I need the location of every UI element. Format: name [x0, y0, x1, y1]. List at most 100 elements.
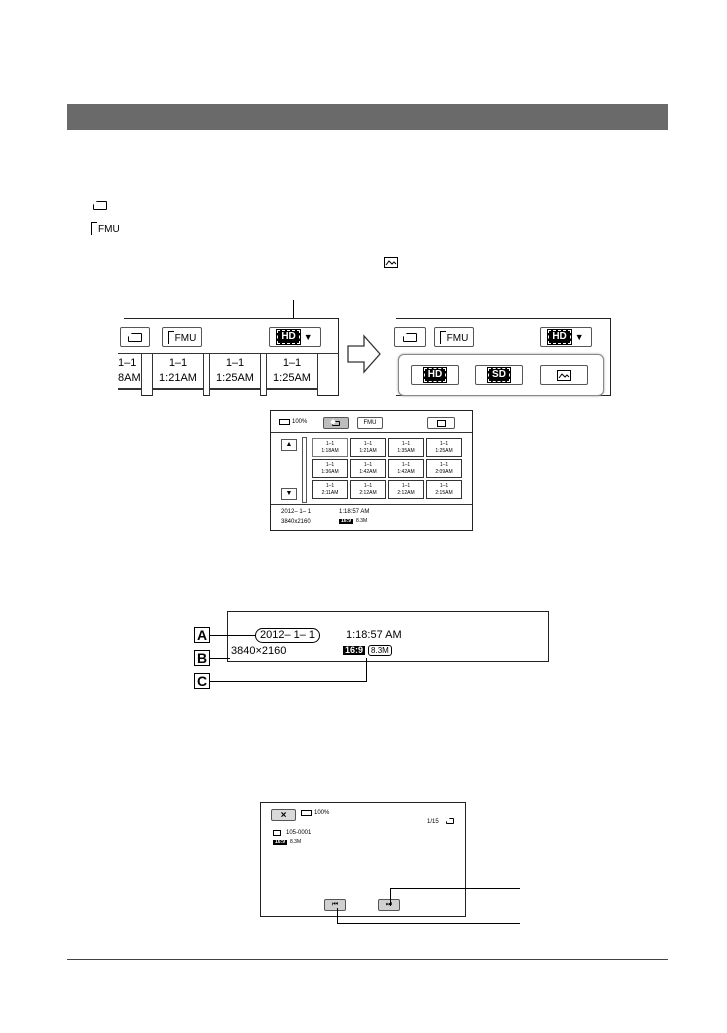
- fmu-label: FMU: [98, 224, 120, 235]
- file-number: 105-0001: [286, 830, 312, 836]
- photo-icon: [436, 419, 446, 427]
- thumbnail-time: 1:35AM: [397, 448, 415, 454]
- close-button[interactable]: ×: [271, 809, 296, 821]
- previous-button[interactable]: ⏮: [324, 899, 346, 911]
- date-highlight: 2012– 1– 1: [255, 628, 321, 643]
- thumbnail-time: 1:36AM: [321, 469, 339, 475]
- section-header-bar: [67, 104, 668, 130]
- thumbnail-date: 1–1: [363, 441, 373, 447]
- photo-time: 1:18:57 AM: [339, 509, 370, 515]
- thumbnail-date: 1–1: [439, 441, 449, 447]
- battery-icon: [301, 810, 312, 816]
- thumbnail-time: 2:15AM: [435, 490, 453, 496]
- dropdown-arrow-icon: ▼: [574, 332, 584, 342]
- thumbnail[interactable]: [118, 389, 142, 396]
- fmu-tab-button[interactable]: FMU: [434, 327, 474, 347]
- leader-next-vertical: [390, 888, 391, 906]
- fmu-tab-button[interactable]: FMU: [162, 327, 202, 347]
- thumbnail-date: 1–1: [363, 483, 373, 489]
- thumbnail-date: 1–1: [118, 357, 137, 369]
- hd-select-button[interactable]: HD ▼: [269, 327, 321, 347]
- photo-select-button[interactable]: [427, 417, 455, 429]
- detail-size: 3840×2160: [231, 645, 287, 657]
- next-button[interactable]: ⏭: [378, 899, 400, 911]
- hd-badge: HD: [547, 329, 572, 345]
- memory-tab-button[interactable]: [323, 417, 349, 429]
- memory-tab-button[interactable]: [394, 327, 426, 347]
- thumbnail-date: 1–1: [401, 483, 411, 489]
- previous-icon: ⏮: [331, 901, 339, 908]
- leader-b: [210, 658, 230, 659]
- detail-date: 2012– 1– 1: [260, 629, 316, 641]
- close-icon: ×: [280, 809, 287, 821]
- hd-select-button[interactable]: HD ▼: [540, 327, 592, 347]
- toolbar-divider: [271, 432, 472, 433]
- memory-card-icon: [403, 332, 417, 342]
- fmu-tab-button[interactable]: FMU: [357, 417, 383, 429]
- megapixels-value: 8.3M: [290, 839, 302, 845]
- thumbnail-time: 1:25AM: [216, 372, 254, 384]
- format-popup: HD SD: [398, 354, 604, 396]
- format-popup-panel: FMU HD ▼ HD SD: [394, 318, 611, 396]
- photo-icon: [557, 369, 571, 381]
- memory-tab-button[interactable]: [120, 327, 150, 347]
- thumbnail-date: 1–1: [325, 462, 335, 468]
- photo-option-button[interactable]: [540, 365, 588, 385]
- thumbnail[interactable]: [209, 389, 261, 396]
- scroll-up-button[interactable]: ▲: [281, 439, 297, 451]
- memory-card-icon: [93, 201, 107, 210]
- scroll-down-button[interactable]: ▼: [281, 488, 297, 500]
- photo-icon: [384, 257, 398, 268]
- thumbnail-date: 1–1: [401, 441, 411, 447]
- hd-option-label: HD: [422, 367, 448, 383]
- hd-option-button[interactable]: HD: [411, 365, 459, 385]
- detail-info-panel: 2012– 1– 1 1:18:57 AM 3840×2160 16:9 8.3…: [227, 611, 549, 662]
- leader-prev: [337, 923, 520, 924]
- thumbnail-date: 1–1: [325, 441, 335, 447]
- megapixels-value: 8.3M: [356, 518, 368, 524]
- playback-screen: × 100% 1/15 105-0001 16:9 8.3M ⏮ ⏭: [260, 802, 466, 917]
- detail-top-rule: [228, 611, 548, 612]
- scrollbar[interactable]: [302, 437, 307, 503]
- thumbnail-time: 2:12AM: [359, 490, 377, 496]
- leader-a: [210, 635, 256, 636]
- thumbnail-time: 2:09AM: [435, 469, 453, 475]
- sd-option-button[interactable]: SD: [475, 365, 523, 385]
- dropdown-arrow-icon: ▼: [303, 332, 313, 342]
- thumbnail[interactable]: [266, 389, 318, 396]
- thumbnail-date: 1–1: [439, 483, 449, 489]
- memory-card-icon: [332, 420, 340, 426]
- thumbnail-date: 1–1: [325, 483, 335, 489]
- aspect-badge: 16:9: [273, 838, 288, 845]
- image-counter: 1/15: [427, 819, 439, 825]
- leader-c-vertical: [366, 658, 367, 682]
- thumbnail-time: 1:42AM: [397, 469, 415, 475]
- thumbnail[interactable]: [152, 389, 204, 396]
- thumbnail-time: 1:25AM: [435, 448, 453, 454]
- memory-card-icon: [128, 332, 142, 342]
- battery-level: 100%: [314, 810, 330, 816]
- thumbnail-time: 2:11AM: [321, 490, 339, 496]
- callout-c: C: [194, 673, 210, 689]
- thumbnail-time: 1:21AM: [359, 448, 377, 454]
- aspect-badge: 16:9: [343, 645, 366, 655]
- thumbnail-date: 1–1: [282, 357, 302, 369]
- fmu-label: FMU: [363, 420, 377, 426]
